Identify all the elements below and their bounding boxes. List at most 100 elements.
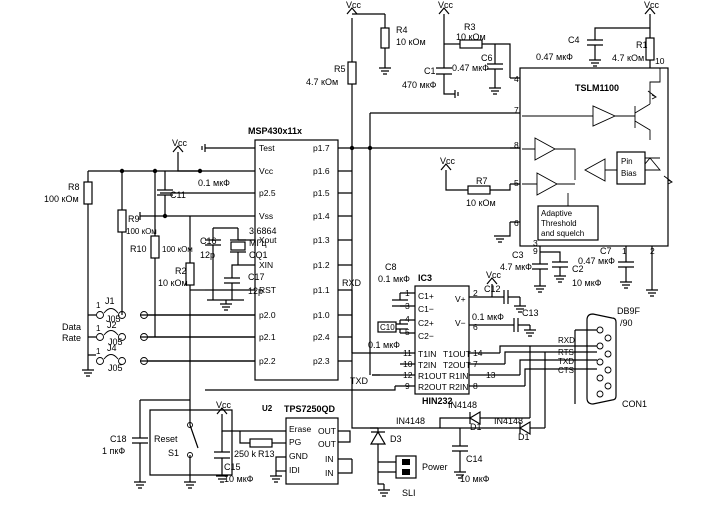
c11-value: 0.1 мкФ — [198, 178, 230, 188]
hin-pin-r1out: R1OUT — [418, 371, 447, 381]
hin-num-4: 4 — [405, 314, 410, 324]
con1-label: CON1 — [622, 399, 647, 409]
c13-label: C13 — [522, 308, 539, 318]
tps7250-regulator: TPS7250QD U2 Erase PG GND IDI OUT OUT IN… — [262, 404, 339, 485]
vcc-label-tps: Vcc — [216, 400, 232, 410]
adaptive-label-2: Threshold — [541, 219, 577, 228]
tslm-pin-6: 6 — [514, 218, 519, 228]
reset-switch: Reset S1 C18 1 пкФ — [102, 399, 233, 489]
j05-label-2: J05 — [108, 337, 123, 347]
c3-value: 4.7 мкФ — [500, 262, 532, 272]
xtal-unit: МГц — [249, 238, 267, 248]
c1-label: C1 — [424, 66, 436, 76]
tps-pin-erase: Erase — [289, 424, 311, 434]
msp430-title: MSP430x11x — [248, 126, 302, 136]
r9-value: 100 кОм — [126, 227, 157, 236]
hin-pin-vplus: V+ — [455, 294, 466, 304]
c6-value: 0.47 мкФ — [452, 63, 489, 73]
hin-pin-vminus: V− — [455, 318, 466, 328]
r9-label: R9 — [128, 214, 140, 224]
msp-pin-p25: p2.5 — [259, 188, 276, 198]
hin-pin-c1p: C1+ — [418, 291, 434, 301]
tps-title: TPS7250QD — [284, 404, 336, 414]
msp-pin-p20: p2.0 — [259, 310, 276, 320]
msp-pin-p16: p1.6 — [313, 166, 330, 176]
d1-diodes: D1 D1 IN4148 IN4148 — [370, 400, 545, 442]
tslm-bottom-caps: C3 4.7 мкФ C2 10 мкФ C7 0.47 мкФ — [500, 246, 658, 297]
hin-pin-t2in: T2IN — [418, 360, 436, 370]
msp430-chip: MSP430x11x Test Vcc p2.5 Vss Xout XIN RS… — [248, 126, 339, 381]
hin-num-5: 5 — [405, 327, 410, 337]
c16-value: 12p — [200, 250, 215, 260]
tslm-pin-3: 3 — [533, 238, 538, 248]
tslm-pin-9: 9 — [533, 246, 538, 256]
tslm-pin-10: 10 — [655, 56, 665, 66]
power-label: Power — [422, 462, 448, 472]
db9f-sub-label: /90 — [620, 318, 633, 328]
c2-value: 10 мкФ — [572, 278, 602, 288]
r7-branch: Vcc R7 10 кОм — [440, 156, 511, 208]
tps-pin-in1: IN — [325, 454, 334, 464]
r4-value: 10 кОм — [396, 37, 426, 47]
in4148-label-c: IN4148 — [396, 416, 425, 426]
r4-label: R4 — [396, 25, 408, 35]
vcc-label-top: Vcc — [346, 0, 362, 10]
r7-value: 10 кОм — [466, 198, 496, 208]
r3-value: 10 кОм — [456, 32, 486, 42]
msp-pin-test: Test — [259, 143, 275, 153]
in4148-label-a: IN4148 — [448, 400, 477, 410]
c10-value: 0.1 мкФ — [368, 340, 400, 350]
j2-label: J2 — [107, 320, 117, 330]
reset-label: Reset — [154, 434, 178, 444]
c4-label: C4 — [568, 35, 580, 45]
hin-num-2: 2 — [473, 288, 478, 298]
vcc-label-msp: Vcc — [172, 138, 188, 148]
c18-label: C18 — [110, 434, 127, 444]
msp-pin-p21: p2.1 — [259, 332, 276, 342]
db9f-connector: DB9F /90 CON1 RXD RTS TXD CTS — [558, 306, 647, 409]
hin-caps: C8 0.1 мкФ C10 0.1 мкФ C12 Vcc C13 0.1 м… — [368, 262, 539, 350]
in4148-label-b: IN4148 — [494, 416, 523, 426]
tslm1100-module: TSLM1100 4 7 8 5 6 9 10 1 2 3 Pin Bias A… — [514, 56, 674, 256]
hin-num-6: 6 — [473, 322, 478, 332]
hin-pin-c1m: C1− — [418, 304, 434, 314]
c7-label: C7 — [600, 246, 612, 256]
vcc-label-c12: Vcc — [486, 270, 502, 280]
hin232-part: HIN232 — [422, 396, 453, 406]
regulator-left: Vcc 250 k R13 C15 10 мкФ — [214, 400, 286, 484]
s1-label: S1 — [168, 448, 179, 458]
tslm-pin-5: 5 — [514, 178, 519, 188]
r8-label: R8 — [68, 182, 80, 192]
r2-value: 10 кОм — [158, 278, 188, 288]
r13-label: R13 — [258, 449, 275, 459]
c6-label: C6 — [481, 53, 493, 63]
hin-pin-r1in: R1IN — [449, 371, 468, 381]
hin-pin-t2out: T2OUT — [443, 360, 471, 370]
tps-pin-idi: IDI — [289, 465, 300, 475]
c13-value: 0.1 мкФ — [472, 312, 504, 322]
power-rail-top: Vcc R4 10 кОм R5 4.7 кОм Vcc R3 10 кОм C… — [306, 0, 660, 418]
msp-pin-p12: p1.2 — [313, 260, 330, 270]
msp-pin-p11: p1.1 — [313, 285, 330, 295]
msp-pin-p22: p2.2 — [259, 356, 276, 366]
msp-pin-vss: Vss — [259, 211, 273, 221]
tslm-title: TSLM1100 — [575, 83, 619, 93]
msp-pin-p23: p2.3 — [313, 356, 330, 366]
c8-value: 0.1 мкФ — [378, 274, 410, 284]
c17-label: C17 — [248, 272, 265, 282]
j1-pin1: 1 — [96, 301, 101, 310]
xtal-freq: 3.6864 — [249, 226, 277, 236]
txd-label: TXD — [350, 376, 369, 386]
c8-label: C8 — [385, 262, 397, 272]
hin-pin-c2m: C2− — [418, 331, 434, 341]
jumper-block: J1 J2 J4 1 1 1 J05 J05 J05 Data Rate — [62, 296, 255, 377]
j1-label: J1 — [105, 296, 115, 306]
sig-cts: CTS — [558, 366, 574, 375]
d1-label-b: D1 — [518, 432, 530, 442]
msp-pin-p24: p2.4 — [313, 332, 330, 342]
left-network: Vcc C11 0.1 мкФ R8 100 кОм R9 100 кОм R1… — [44, 138, 238, 400]
c11-label: C11 — [170, 190, 186, 200]
c18-value: 1 пкФ — [102, 446, 125, 456]
u2-label: U2 — [262, 404, 273, 413]
